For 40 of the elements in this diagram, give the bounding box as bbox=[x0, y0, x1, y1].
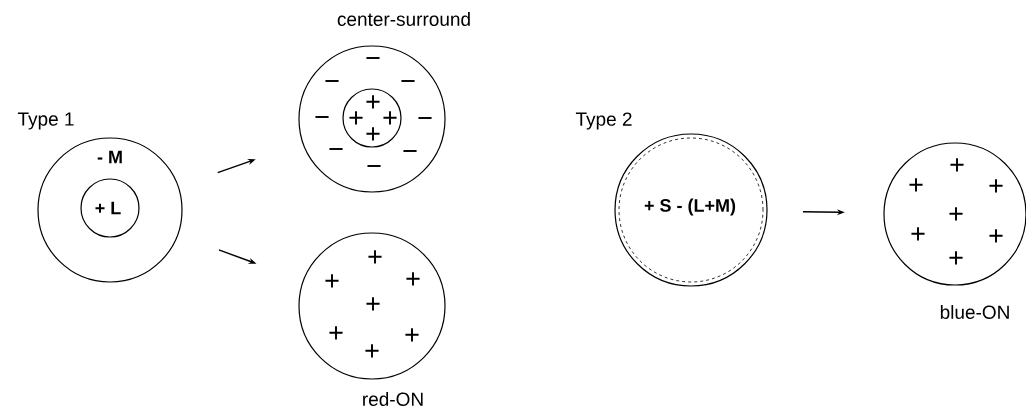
sign-symbol: + bbox=[950, 158, 964, 172]
sign-symbol: + bbox=[949, 251, 963, 265]
sign-symbol: + bbox=[911, 227, 925, 241]
sign-symbol: + bbox=[949, 207, 963, 221]
node-label: center-surround bbox=[337, 12, 470, 26]
sign-symbol: − bbox=[366, 57, 380, 59]
sign-symbol: + bbox=[406, 272, 420, 286]
sign-symbol: + bbox=[366, 127, 380, 141]
sign-symbol: + bbox=[909, 178, 923, 192]
sign-symbol: + bbox=[325, 274, 339, 288]
node-label: blue-ON bbox=[940, 305, 1009, 319]
inner-circle bbox=[80, 178, 140, 238]
sign-symbol: + bbox=[383, 111, 397, 125]
sign-symbol: − bbox=[401, 80, 415, 82]
inner-circle bbox=[342, 88, 402, 148]
sign-symbol: + bbox=[366, 95, 380, 109]
sign-symbol: + bbox=[329, 326, 343, 340]
circle-label: + L bbox=[95, 201, 121, 215]
sign-symbol: + bbox=[368, 250, 382, 264]
circle-label: + S - (L+M) bbox=[644, 198, 736, 216]
sign-symbol: + bbox=[366, 297, 380, 311]
node-label: Type 1 bbox=[17, 112, 74, 130]
sign-symbol: + bbox=[365, 344, 379, 358]
sign-symbol: − bbox=[403, 150, 417, 152]
sign-symbol: − bbox=[418, 117, 432, 119]
node-label: Type 2 bbox=[575, 112, 632, 130]
circle bbox=[614, 133, 768, 287]
circle-label: - M bbox=[97, 150, 122, 164]
circle bbox=[298, 232, 446, 380]
sign-symbol: − bbox=[315, 116, 329, 118]
circle bbox=[298, 45, 446, 193]
sign-symbol: + bbox=[989, 179, 1003, 193]
sign-symbol: − bbox=[325, 80, 339, 82]
sign-symbol: − bbox=[329, 148, 343, 150]
circle bbox=[37, 137, 183, 283]
sign-symbol: + bbox=[349, 111, 363, 125]
sign-symbol: + bbox=[989, 229, 1003, 243]
sign-symbol: + bbox=[405, 328, 419, 342]
sign-symbol: − bbox=[367, 165, 381, 167]
node-label: red-ON bbox=[363, 392, 423, 406]
